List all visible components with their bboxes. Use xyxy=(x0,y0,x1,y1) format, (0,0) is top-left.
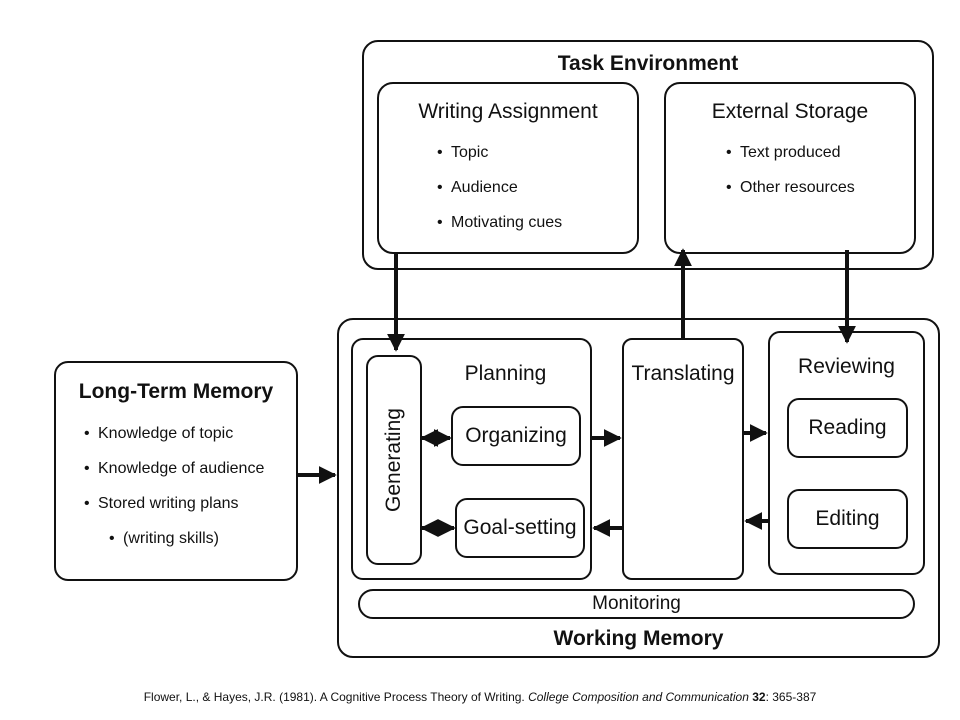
list-item: Text produced xyxy=(726,144,855,179)
writing-assignment-title: Writing Assignment xyxy=(418,100,598,123)
writing-assignment-list: Topic Audience Motivating cues xyxy=(437,144,562,249)
list-item: Topic xyxy=(437,144,562,179)
task-environment-title: Task Environment xyxy=(557,52,739,75)
citation-authors: Flower, L., & Hayes, J.R. (1981). A Cogn… xyxy=(143,690,525,704)
long-term-memory-box: Long-Term Memory Knowledge of topic Know… xyxy=(54,361,298,581)
writing-assignment-box: Writing Assignment Topic Audience Motiva… xyxy=(377,82,639,254)
list-item: Knowledge of topic xyxy=(84,425,264,460)
citation-pages: : 365-387 xyxy=(765,690,817,704)
monitoring-box: Monitoring xyxy=(358,589,915,619)
reviewing-title: Reviewing xyxy=(798,355,895,378)
reading-label: Reading xyxy=(808,416,887,439)
goal-setting-box: Goal-setting xyxy=(455,498,585,558)
external-storage-list: Text produced Other resources xyxy=(726,144,855,214)
goal-setting-label: Goal-setting xyxy=(463,516,577,539)
translating-title: Translating xyxy=(631,362,735,385)
reading-box: Reading xyxy=(787,398,908,458)
list-item: (writing skills) xyxy=(109,530,264,565)
translating-box: Translating xyxy=(622,338,744,580)
external-storage-box: External Storage Text produced Other res… xyxy=(664,82,916,254)
citation: Flower, L., & Hayes, J.R. (1981). A Cogn… xyxy=(0,690,960,704)
list-item: Other resources xyxy=(726,179,855,214)
monitoring-label: Monitoring xyxy=(592,593,681,614)
long-term-memory-title: Long-Term Memory xyxy=(78,380,274,403)
working-memory-title: Working Memory xyxy=(553,627,724,650)
organizing-label: Organizing xyxy=(465,424,567,447)
editing-label: Editing xyxy=(815,507,880,530)
editing-box: Editing xyxy=(787,489,908,549)
organizing-box: Organizing xyxy=(451,406,581,466)
external-storage-title: External Storage xyxy=(711,100,869,123)
list-item: Audience xyxy=(437,179,562,214)
citation-volume: 32 xyxy=(752,690,766,704)
citation-journal: College Composition and Communication xyxy=(528,690,749,704)
long-term-memory-list: Knowledge of topic Knowledge of audience… xyxy=(84,425,264,565)
list-item: Knowledge of audience xyxy=(84,460,264,495)
generating-box: Generating xyxy=(366,355,422,565)
list-item: Motivating cues xyxy=(437,214,562,249)
planning-title: Planning xyxy=(464,362,547,385)
list-item: Stored writing plans xyxy=(84,495,264,530)
